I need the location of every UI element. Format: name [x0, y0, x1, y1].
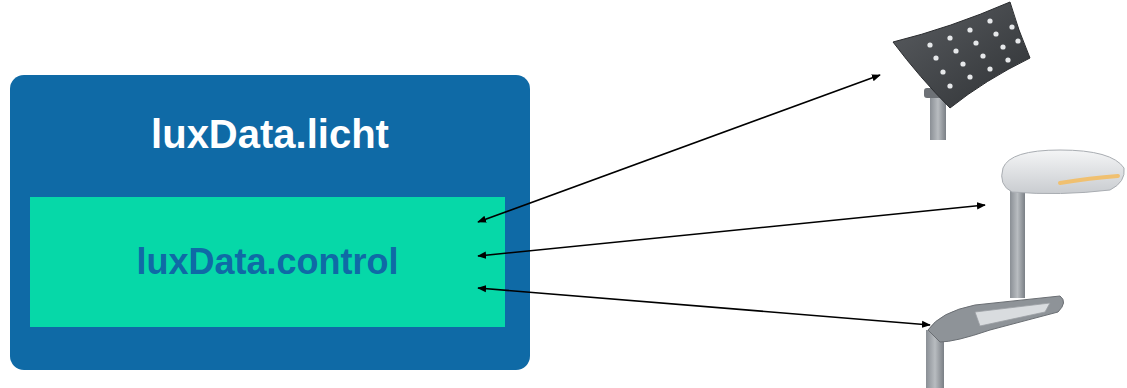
box-title: luxData.licht	[10, 111, 530, 157]
panel-luminaire	[893, 2, 1030, 140]
link-arrow	[478, 205, 985, 256]
link-arrows	[478, 75, 985, 325]
lamp-led-panel	[975, 303, 1050, 326]
link-arrow	[478, 75, 880, 222]
shoebox-luminaire	[1002, 150, 1125, 298]
box-label: luxData.control	[30, 241, 505, 282]
lamp-joint	[924, 88, 952, 98]
lamp-head	[928, 296, 1064, 342]
lamp-head	[1002, 150, 1125, 194]
lamp-panel	[893, 2, 1030, 108]
system-box: luxData.licht luxData.control	[10, 75, 530, 370]
lamp-led-strip	[1060, 176, 1118, 183]
lamp-pole	[930, 92, 946, 140]
link-arrow	[478, 288, 930, 325]
module-box: luxData.control	[30, 197, 505, 327]
arm-luminaire	[926, 296, 1064, 388]
led-dots	[927, 18, 1020, 88]
lamp-pole	[926, 330, 944, 388]
lamp-pole	[1010, 188, 1025, 298]
